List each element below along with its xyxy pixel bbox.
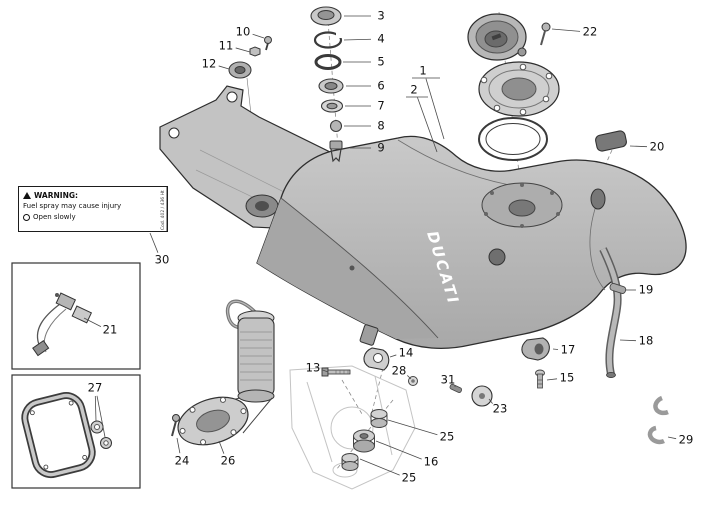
callout-27: 27	[87, 380, 103, 395]
cap-valve-parts-stack	[310, 6, 344, 163]
callout-8: 8	[377, 118, 385, 133]
callout-23: 23	[492, 401, 508, 416]
callout-30: 30	[154, 252, 170, 267]
mount-bracket-right	[521, 337, 550, 389]
callout-18: 18	[638, 333, 654, 348]
callout-9: 9	[377, 140, 385, 155]
detail-box-sensor	[11, 262, 141, 370]
callout-17: 17	[560, 342, 576, 357]
callout-10: 10	[235, 24, 251, 39]
cap-fasteners	[228, 36, 272, 79]
callout-16: 16	[423, 454, 439, 469]
callout-6: 6	[377, 78, 385, 93]
callout-22: 22	[582, 24, 598, 39]
callout-14: 14	[398, 345, 414, 360]
warning-triangle-icon	[23, 192, 31, 200]
clamp-and-fasteners	[321, 347, 493, 407]
callout-7: 7	[377, 98, 385, 113]
callout-25: 25	[439, 429, 455, 444]
callout-24: 24	[174, 453, 190, 468]
warning-line1: Fuel spray may cause injury	[23, 202, 122, 211]
callout-11: 11	[218, 38, 234, 53]
rubber-pad	[595, 130, 627, 152]
detail-box-gasket	[11, 374, 141, 489]
callout-20: 20	[649, 139, 665, 154]
hose-clips	[647, 395, 669, 445]
callout-19: 19	[638, 282, 654, 297]
fuel-tank-body: DUCATI	[256, 135, 687, 349]
callout-26: 26	[220, 453, 236, 468]
fuel-pump-assembly	[171, 299, 275, 446]
callout-15: 15	[559, 370, 575, 385]
callout-31: 31	[440, 372, 456, 387]
open-slowly-icon	[23, 213, 30, 221]
callout-4: 4	[377, 31, 385, 46]
warning-label-text: WARNING: Fuel spray may cause injury Ope…	[19, 187, 161, 231]
callout-2: 2	[410, 82, 418, 97]
callout-13: 13	[305, 360, 321, 375]
warning-side-code: Cod. 402 / 436 Ht	[161, 187, 167, 231]
callout-21: 21	[102, 322, 118, 337]
callout-3: 3	[377, 8, 385, 23]
callout-29: 29	[678, 432, 694, 447]
callout-28: 28	[391, 363, 407, 378]
callout-1: 1	[419, 63, 427, 78]
callout-12: 12	[201, 56, 217, 71]
warning-title: WARNING:	[34, 191, 79, 200]
drain-hose	[599, 247, 627, 378]
filler-cap-assembly	[467, 13, 560, 161]
assembly-marks	[406, 77, 440, 98]
bushing-stack	[341, 409, 388, 471]
warning-label: WARNING: Fuel spray may cause injury Ope…	[18, 186, 168, 232]
callout-5: 5	[377, 54, 385, 69]
callout-25: 25	[401, 470, 417, 485]
warning-line2: Open slowly	[33, 212, 76, 221]
